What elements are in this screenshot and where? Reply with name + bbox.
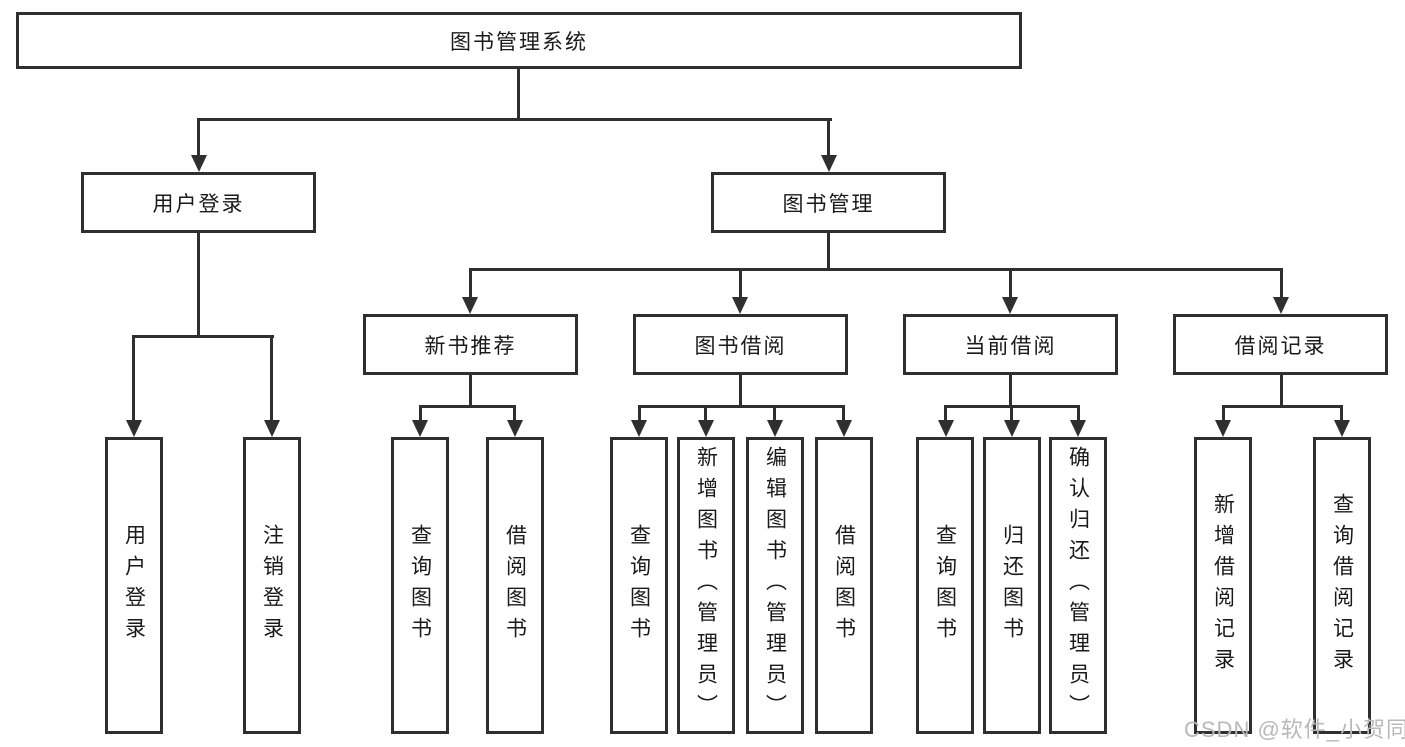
leaf-borrow-books-recommend: 借阅图书 (486, 437, 544, 734)
connector-line (1222, 405, 1225, 422)
node-current-borrowing-label: 当前借阅 (964, 334, 1057, 358)
leaf-user-login-label: 用户登录 (122, 523, 146, 648)
connector-line (132, 335, 135, 421)
connector-line (827, 118, 830, 158)
leaf-query-books-borrow-label: 查询图书 (627, 523, 651, 648)
node-new-book-recommend-label: 新书推荐 (424, 334, 517, 358)
arrow-down-icon (767, 420, 783, 437)
node-borrowing-records: 借阅记录 (1173, 314, 1388, 375)
leaf-logout-label: 注销登录 (260, 523, 284, 648)
connector-line (638, 405, 641, 422)
leaf-return-book-label: 归还图书 (1000, 523, 1024, 648)
connector-line (1009, 268, 1012, 298)
connector-line (419, 405, 516, 408)
node-book-borrowing-label: 图书借阅 (694, 334, 787, 358)
connector-line (270, 335, 273, 421)
connector-line (1010, 405, 1013, 422)
leaf-user-login: 用户登录 (105, 437, 163, 734)
leaf-edit-book-admin-label: 编辑图书（管理员） (763, 446, 787, 725)
arrow-down-icon (126, 420, 142, 437)
connector-line (773, 405, 776, 422)
node-user-login: 用户登录 (81, 172, 316, 233)
arrow-down-icon (821, 155, 837, 172)
arrow-down-icon (938, 420, 954, 437)
node-book-management: 图书管理 (711, 172, 946, 233)
leaf-query-books-current: 查询图书 (916, 437, 974, 734)
arrow-down-icon (1002, 297, 1018, 314)
connector-line (1280, 268, 1283, 298)
leaf-query-books-current-label: 查询图书 (933, 523, 957, 648)
connector-line (469, 375, 472, 407)
connector-line (469, 268, 1283, 271)
leaf-borrow-books-recommend-label: 借阅图书 (503, 523, 527, 648)
leaf-query-borrow-record: 查询借阅记录 (1313, 437, 1371, 734)
connector-line (638, 405, 845, 408)
connector-line (944, 405, 947, 422)
arrow-down-icon (1070, 420, 1086, 437)
leaf-query-books-borrow: 查询图书 (610, 437, 668, 734)
leaf-edit-book-admin: 编辑图书（管理员） (746, 437, 804, 734)
leaf-confirm-return-admin: 确认归还（管理员） (1049, 437, 1107, 734)
csdn-watermark: CSDN @软件_小贺同学 (1184, 717, 1405, 742)
leaf-query-borrow-record-label: 查询借阅记录 (1330, 492, 1354, 679)
leaf-confirm-return-admin-label: 确认归还（管理员） (1066, 446, 1090, 725)
arrow-down-icon (507, 420, 523, 437)
leaf-add-borrow-record: 新增借阅记录 (1194, 437, 1252, 734)
node-library-system-label: 图书管理系统 (450, 30, 588, 54)
arrow-down-icon (264, 420, 280, 437)
arrow-down-icon (1334, 420, 1350, 437)
leaf-add-book-admin-label: 新增图书（管理员） (694, 446, 718, 725)
node-book-borrowing: 图书借阅 (633, 314, 848, 375)
connector-line (469, 268, 472, 298)
arrow-down-icon (1273, 297, 1289, 314)
connector-line (827, 233, 830, 271)
arrow-down-icon (191, 155, 207, 172)
arrow-down-icon (1004, 420, 1020, 437)
connector-line (1009, 375, 1012, 407)
connector-line (1222, 405, 1343, 408)
connector-line (419, 405, 422, 422)
connector-line (1077, 405, 1080, 422)
leaf-logout: 注销登录 (243, 437, 301, 734)
node-new-book-recommend: 新书推荐 (363, 314, 578, 375)
leaf-borrow-books-label: 借阅图书 (832, 523, 856, 648)
leaf-return-book: 归还图书 (983, 437, 1041, 734)
connector-line (704, 405, 707, 422)
connector-line (517, 69, 520, 119)
connector-line (739, 375, 742, 407)
leaf-query-books-recommend-label: 查询图书 (408, 523, 432, 648)
leaf-add-borrow-record-label: 新增借阅记录 (1211, 492, 1235, 679)
node-library-system: 图书管理系统 (16, 12, 1022, 69)
leaf-add-book-admin: 新增图书（管理员） (677, 437, 735, 734)
connector-line (1280, 375, 1283, 407)
arrow-down-icon (836, 420, 852, 437)
arrow-down-icon (462, 297, 478, 314)
node-borrowing-records-label: 借阅记录 (1234, 334, 1327, 358)
node-user-login-label: 用户登录 (152, 192, 245, 216)
connector-line (198, 118, 832, 121)
connector-line (513, 405, 516, 422)
node-book-management-label: 图书管理 (782, 192, 875, 216)
leaf-borrow-books: 借阅图书 (815, 437, 873, 734)
node-current-borrowing: 当前借阅 (903, 314, 1118, 375)
arrow-down-icon (631, 420, 647, 437)
arrow-down-icon (1215, 420, 1231, 437)
connector-line (197, 118, 200, 158)
connector-line (197, 233, 200, 337)
arrow-down-icon (412, 420, 428, 437)
arrow-down-icon (732, 297, 748, 314)
connector-line (739, 268, 742, 298)
arrow-down-icon (698, 420, 714, 437)
leaf-query-books-recommend: 查询图书 (391, 437, 449, 734)
connector-line (842, 405, 845, 422)
connector-line (1340, 405, 1343, 422)
connector-line (132, 335, 274, 338)
